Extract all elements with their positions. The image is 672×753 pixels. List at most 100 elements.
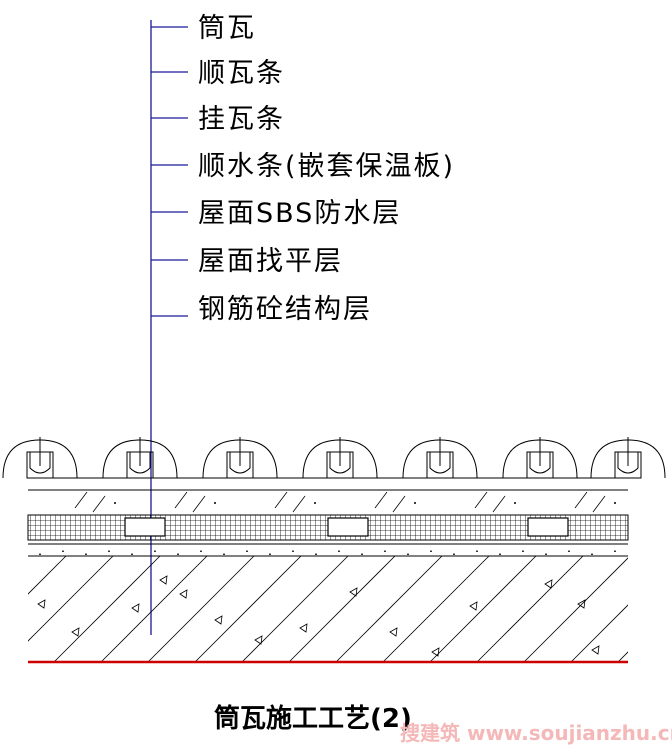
layer-label-rc-structure: 钢筋砼结构层 (198, 294, 372, 325)
band-hatch (474, 491, 488, 509)
level-dot (131, 553, 133, 556)
level-dot (407, 553, 409, 556)
tile-trough (529, 452, 551, 474)
level-dot (269, 553, 271, 556)
level-dot (591, 553, 593, 556)
hatch-line (617, 651, 628, 662)
hatch-line (335, 556, 443, 662)
watermark-text: 搜建筑 www.soujianzhu.cn (400, 721, 672, 745)
leader-ticks (151, 26, 188, 317)
band-hatch (274, 491, 288, 509)
hatch-line (28, 556, 114, 642)
leveling-dots (39, 550, 616, 556)
level-dot (568, 550, 570, 553)
aggregate-triangle (544, 579, 553, 589)
layer-label-counter-batten: 顺水条(嵌套保温板) (198, 151, 455, 182)
hatch-line (100, 556, 208, 662)
level-dot (315, 553, 317, 556)
level-dot (39, 553, 41, 556)
diagram-caption: 筒瓦施工工艺(2) (214, 703, 412, 734)
aggregate-triangle (469, 601, 478, 611)
hatch-line (28, 556, 67, 595)
hatch-line (523, 557, 628, 662)
hatch-line (288, 556, 396, 662)
hatch-line (476, 556, 584, 662)
level-dot (62, 550, 64, 553)
hatch-line (194, 556, 302, 662)
level-dot (338, 550, 340, 553)
tube-tile (102, 437, 178, 479)
band-dot (314, 502, 316, 504)
level-dot (154, 550, 156, 553)
tile-trough (617, 452, 639, 474)
tile-row (2, 437, 666, 479)
hatch-line (429, 556, 537, 662)
band-dot (214, 502, 216, 504)
aggregate-triangle (131, 603, 140, 613)
tube-tile (202, 437, 278, 479)
tube-tile (302, 437, 378, 479)
level-dot (430, 550, 432, 553)
aggregate-triangle (159, 575, 168, 585)
hatch-line (665, 556, 672, 662)
layer-label-leveling: 屋面找平层 (198, 246, 343, 277)
aggregate-triangle (389, 627, 398, 637)
aggregate-triangle (349, 587, 358, 597)
tile-trough (329, 452, 351, 474)
layer-label-tile-strip: 顺瓦条 (198, 58, 285, 89)
tube-tile (2, 437, 78, 479)
band-hatch (74, 491, 88, 509)
level-dot (545, 553, 547, 556)
level-dot (292, 550, 294, 553)
hatch-line (382, 556, 490, 662)
layer-label-sbs-waterproof: 屋面SBS防水层 (198, 198, 401, 229)
band-hatch (374, 491, 388, 509)
tile-trough (429, 452, 451, 474)
band-hatch (392, 495, 406, 513)
band-hatch (192, 495, 206, 513)
level-dot (476, 550, 478, 553)
band-dot (514, 502, 516, 504)
batten-box (124, 517, 166, 537)
band-hatch (574, 491, 588, 509)
concrete-aggregate (37, 575, 600, 657)
band-hatch (92, 495, 106, 513)
aggregate-triangle (37, 599, 46, 609)
level-dot (614, 550, 616, 553)
hatch-line (570, 604, 628, 662)
level-dot (108, 550, 110, 553)
batten-band (28, 489, 628, 513)
level-dot (200, 550, 202, 553)
aggregate-triangle (299, 623, 308, 633)
band-dot (414, 502, 416, 504)
band-hatch (592, 495, 606, 513)
tile-trough (29, 452, 51, 474)
level-dot (522, 550, 524, 553)
aggregate-triangle (577, 599, 586, 609)
tube-tile (502, 437, 578, 479)
level-dot (85, 553, 87, 556)
aggregate-triangle (254, 635, 263, 645)
tube-tile (402, 437, 478, 479)
level-dot (246, 550, 248, 553)
concrete-hatch (28, 556, 672, 662)
tile-trough (229, 452, 251, 474)
aggregate-triangle (179, 589, 188, 599)
hatch-line (147, 556, 255, 662)
tube-tile (590, 437, 666, 479)
band-dot (614, 502, 616, 504)
level-dot (384, 550, 386, 553)
level-dot (453, 553, 455, 556)
hatch-line (53, 556, 161, 662)
aggregate-triangle (431, 647, 440, 657)
level-dot (361, 553, 363, 556)
aggregate-triangle (214, 615, 223, 625)
level-dot (499, 553, 501, 556)
band-hatch (292, 495, 306, 513)
band-dot (114, 502, 116, 504)
batten-box (527, 517, 569, 537)
hatch-line (241, 556, 349, 662)
layer-label-tube-tile: 筒瓦 (198, 13, 256, 44)
batten-boxes (124, 517, 569, 537)
